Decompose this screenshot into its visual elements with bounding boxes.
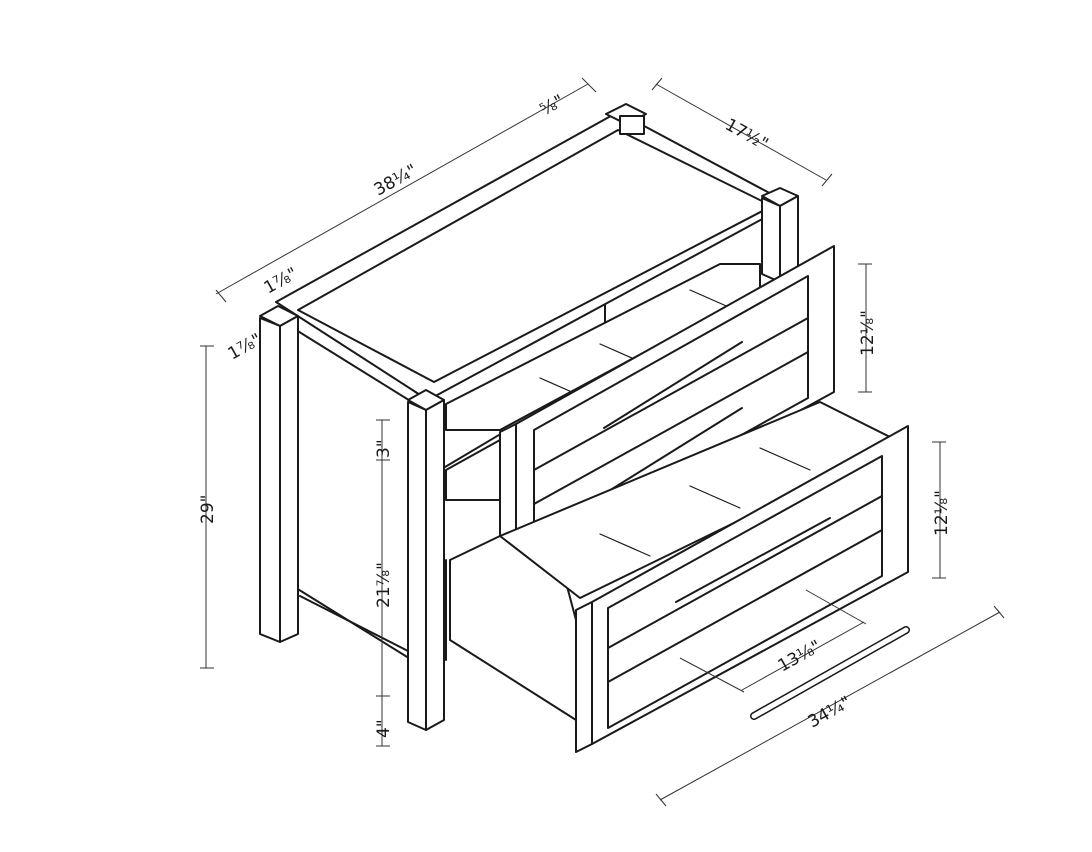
- legs: [259, 103, 799, 731]
- drawer-depth-ext-1: [679, 657, 745, 693]
- width-dim-tick-left: [215, 289, 227, 303]
- carcass-bottom-edge: [299, 595, 411, 653]
- front-left-leg-front: [279, 315, 299, 643]
- drawer-depth-dim-line: [741, 621, 865, 691]
- lower-drawer-handle: [675, 517, 831, 603]
- upper-drawer: [445, 245, 835, 575]
- lower-drawer-height-label: 12⅛": [932, 490, 952, 536]
- front-right-leg-side: [407, 401, 427, 731]
- toe-height-label: 4": [374, 719, 394, 738]
- front-width-tick-right: [993, 605, 1005, 619]
- overall-depth-label: 17½": [722, 115, 772, 155]
- width-dim-line: [215, 83, 589, 295]
- top-apron-label: 3": [374, 439, 394, 458]
- front-width-tick-left: [655, 793, 667, 807]
- upper-drawer-height-label: 12⅛": [858, 310, 878, 356]
- width-dim-tick-right: [581, 77, 597, 93]
- lower-drawer-divider-3: [759, 447, 811, 471]
- lower-drawer-panel-line-1: [607, 495, 883, 649]
- lower-drawer-divider-1: [599, 533, 651, 557]
- front-right-leg-front: [425, 399, 445, 731]
- drawer-depth-ext-2: [805, 589, 867, 625]
- upper-drawer-front: [515, 245, 835, 567]
- upper-drawer-panel: [533, 275, 809, 551]
- back-right-leg-side: [761, 197, 781, 283]
- lower-drawer-front-edge: [575, 601, 593, 753]
- lower-drawer: [449, 401, 909, 753]
- upper-drawer-handle-top: [603, 341, 743, 429]
- front-left-leg-side: [259, 317, 281, 643]
- dimension-lines: [200, 77, 1005, 807]
- lower-drawer-divider-2: [689, 485, 741, 509]
- upper-drawer-panel-line-1: [533, 317, 809, 471]
- depth-dim-tick-2: [821, 173, 833, 187]
- lower-drawer-panel-line-2: [607, 529, 883, 683]
- bar-handle-fill: [751, 627, 909, 719]
- top-offset-label: ⅝": [537, 91, 568, 120]
- drawer-box-depth-label: 13⅛": [775, 637, 825, 677]
- depth-dim-tick-1: [651, 77, 663, 91]
- lower-drawer-front: [591, 425, 909, 745]
- front-width-dim-line: [659, 611, 1001, 801]
- upper-drawer-handle-bottom: [603, 407, 743, 495]
- upper-drawer-panel-line-2: [533, 351, 809, 505]
- overall-width-label: 38¼": [371, 161, 421, 201]
- lower-drawer-panel: [607, 455, 883, 729]
- bar-handle-detail: [750, 626, 910, 720]
- leg-height-inner-label: 21⅞": [374, 562, 394, 608]
- back-left-leg-stub: [619, 115, 645, 135]
- depth-dim-line: [655, 83, 827, 181]
- drawer-front-width-label: 34¼": [805, 693, 855, 733]
- overall-height-label: 29": [198, 495, 218, 524]
